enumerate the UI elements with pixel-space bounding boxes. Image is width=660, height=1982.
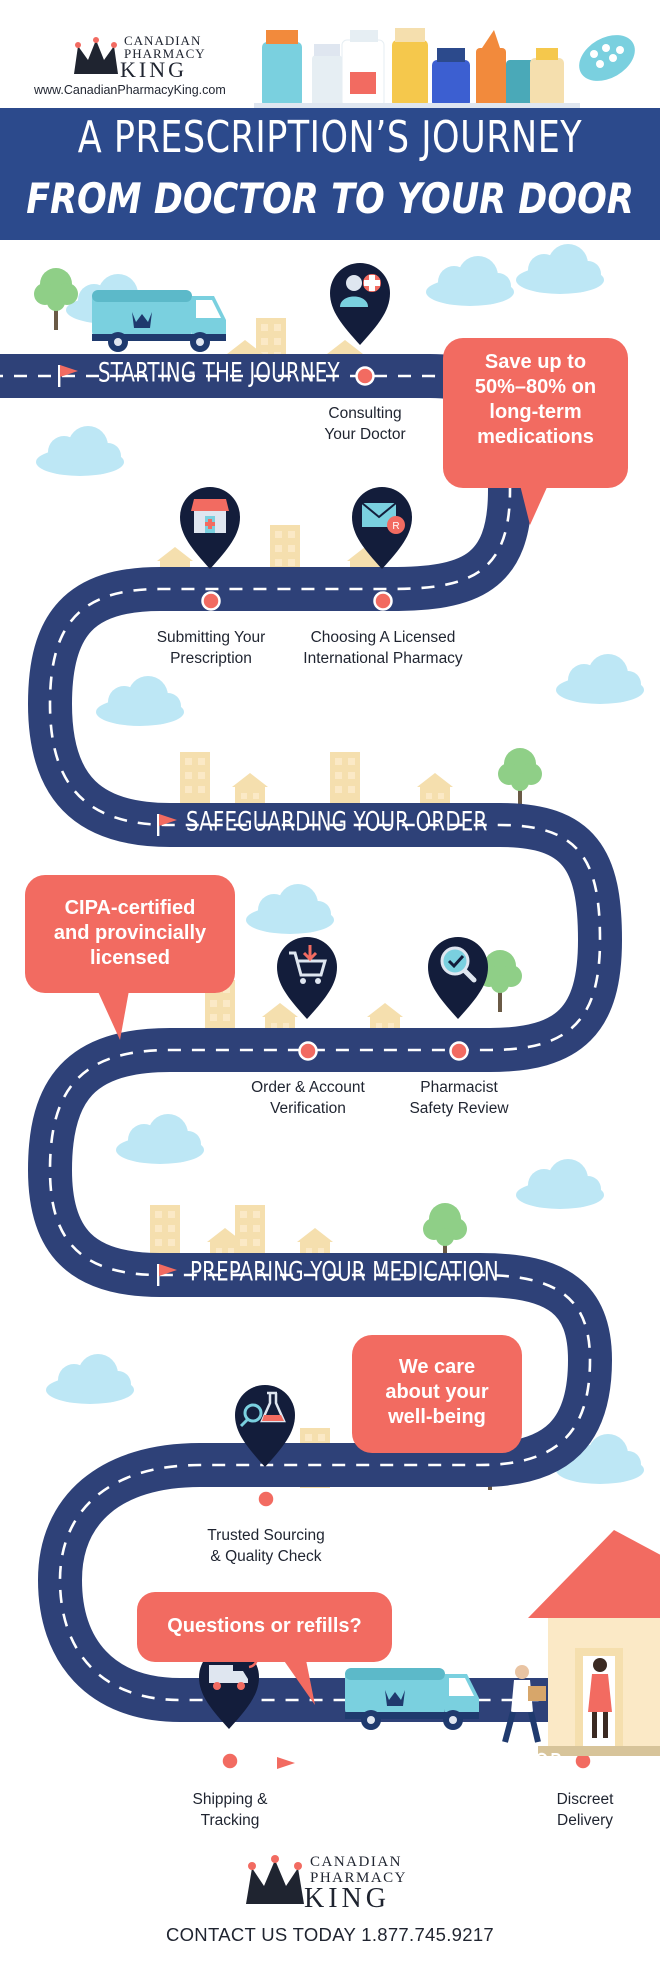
website-link[interactable]: www.CanadianPharmacyKing.com	[34, 83, 226, 97]
stop-dot	[220, 1751, 240, 1771]
cloud-decor	[516, 1159, 604, 1209]
road-label-start: STARTING THE JOURNEY	[98, 358, 340, 389]
savings-bubble-text: Save up to 50%–80% on long-term medicati…	[474, 351, 597, 448]
crown-logo-icon	[74, 37, 118, 74]
stop-label-sourcing: Trusted Sourcing & Quality Check	[207, 1527, 325, 1565]
cloud-decor	[246, 884, 334, 934]
tree-decor	[498, 748, 542, 810]
footer-brand-line-2: PHARMACY	[310, 1870, 408, 1886]
flag-icon	[275, 1757, 295, 1779]
savings-bubble	[443, 338, 628, 525]
home-door-illustration	[528, 1530, 660, 1756]
stop-label-consulting: Consulting Your Doctor	[324, 405, 406, 443]
questions-bubble	[137, 1592, 392, 1705]
cloud-decor	[426, 256, 514, 306]
footer-brand-line-1: CANADIAN	[310, 1854, 402, 1870]
svg-text:R: R	[392, 521, 399, 532]
footer-brand-line-3: KING	[304, 1883, 390, 1914]
stop-label-discreet: Discreet Delivery	[556, 1791, 614, 1829]
title-banner	[0, 108, 660, 240]
cipa-bubble	[25, 875, 235, 1040]
stop-dot	[449, 1041, 469, 1061]
stop-label-choosing: Choosing A Licensed International Pharma…	[303, 629, 463, 667]
stop-dot	[201, 591, 221, 611]
cloud-decor	[36, 426, 124, 476]
crown-logo-icon	[246, 1855, 304, 1904]
cloud-decor	[96, 676, 184, 726]
lab-magnifier-icon	[235, 1385, 295, 1467]
stop-dot	[373, 591, 393, 611]
stop-dot	[355, 366, 375, 386]
delivery-truck-icon	[199, 1647, 259, 1729]
doctor-icon	[330, 263, 390, 345]
road-label-delivery: DELIVERY TO YOUR DOOR	[303, 1749, 564, 1780]
road-label-safeguard: SAFEGUARDING YOUR ORDER	[186, 807, 488, 838]
cloud-decor	[556, 654, 644, 704]
tree-decor	[34, 268, 78, 330]
road-label-preparing: PREPARING YOUR MEDICATION	[190, 1257, 499, 1288]
cloud-decor	[46, 1354, 134, 1404]
road	[0, 354, 660, 1722]
prescription-envelope-icon: R	[352, 487, 412, 569]
road-dashes	[0, 374, 660, 1702]
shopping-cart-icon	[277, 937, 337, 1019]
care-bubble	[352, 1335, 522, 1453]
stop-label-submitting: Submitting Your Prescription	[156, 629, 266, 667]
brand-line-2: PHARMACY	[124, 46, 206, 61]
magnifier-check-icon	[428, 937, 488, 1019]
stop-label-verification: Order & Account Verification	[251, 1079, 365, 1117]
medicine-bottles-illustration	[254, 28, 635, 108]
cloud-decor	[116, 1114, 204, 1164]
stop-dot	[298, 1041, 318, 1061]
brand-line-3: KING	[120, 57, 187, 82]
pharmacy-store-icon	[180, 487, 240, 569]
stop-label-shipping: Shipping & Tracking	[192, 1791, 268, 1829]
stop-dot	[256, 1489, 276, 1509]
page-title: A PRESCRIPTION’S JOURNEY	[77, 113, 583, 163]
contact-phone-link[interactable]: CONTACT US TODAY 1.877.745.9217	[165, 1924, 495, 1945]
care-bubble-text: We care about your well-being	[385, 1356, 489, 1428]
delivery-van	[92, 290, 226, 352]
cloud-decor	[516, 244, 604, 294]
cipa-bubble-text: CIPA-certified and provincially licensed	[53, 897, 207, 969]
brand-line-1: CANADIAN	[124, 33, 202, 48]
page-subtitle: FROM DOCTOR TO YOUR DOOR	[26, 176, 634, 224]
questions-bubble-text: Questions or refills?	[167, 1615, 362, 1637]
stop-label-review: Pharmacist Safety Review	[409, 1079, 509, 1117]
courier-illustration	[502, 1665, 546, 1743]
